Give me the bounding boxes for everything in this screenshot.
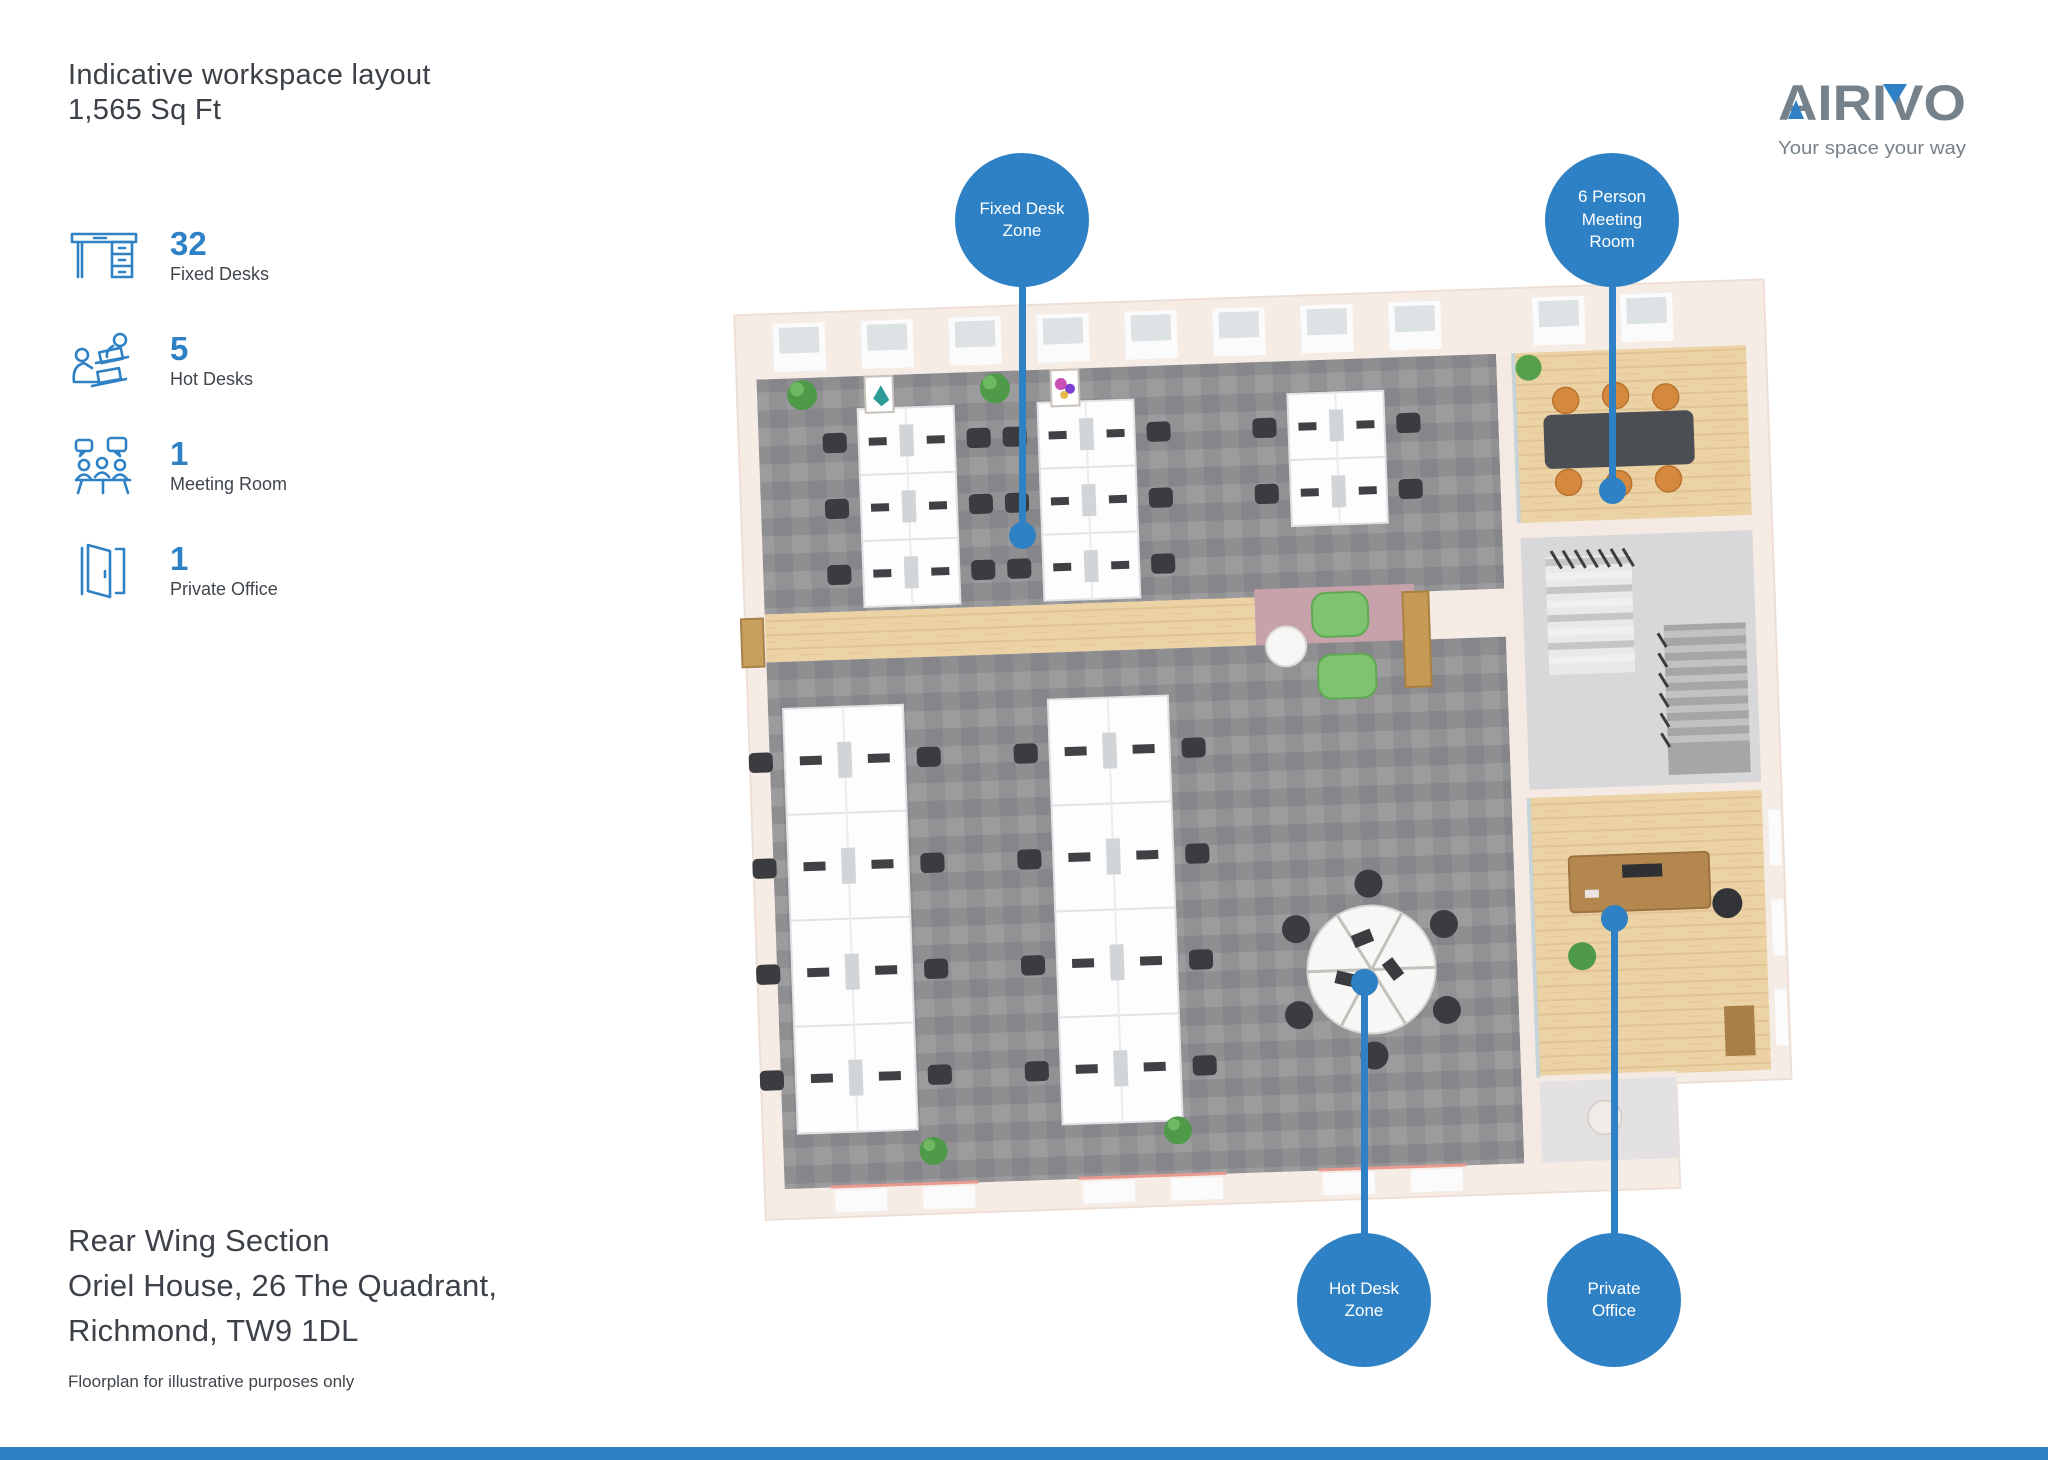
meeting-table	[1543, 410, 1695, 469]
callout-line	[1361, 993, 1368, 1236]
disclaimer-note: Floorplan for illustrative purposes only	[68, 1372, 355, 1391]
office-glass-wall	[1526, 797, 1541, 1078]
private-office-room	[1567, 850, 1756, 1136]
callout-line	[1609, 285, 1616, 487]
entrance-door	[739, 617, 766, 669]
legend-value-hot-desks: 5	[170, 329, 189, 367]
office-desk	[1567, 850, 1712, 914]
sideboard	[1401, 590, 1433, 689]
office-monitor	[1621, 863, 1663, 878]
office-plant	[1568, 942, 1597, 971]
callout-dot	[1601, 905, 1628, 932]
callout-text: Hot Desk	[1329, 1278, 1399, 1298]
fixed-desk-bank-4	[748, 703, 953, 1135]
callout-line	[1019, 285, 1026, 537]
private-office-icon	[64, 535, 144, 607]
legend-value-fixed-desks: 32	[170, 224, 207, 262]
green-armchair	[1310, 590, 1370, 638]
fixed-desk-bank-5	[1013, 694, 1217, 1126]
plants	[787, 373, 1192, 1165]
hot-desk-table	[1282, 869, 1461, 1070]
hot-desk-icon	[64, 325, 144, 397]
logo-tagline: Your space your way	[1778, 138, 1966, 158]
right-windows	[1768, 809, 1789, 1046]
callout-text: Private	[1587, 1278, 1641, 1298]
legend-value-meeting-room: 1	[170, 434, 189, 472]
callout-dot	[1599, 477, 1626, 504]
property-address: Rear Wing Section Oriel House, 26 The Qu…	[68, 1218, 497, 1353]
legend-value-private-office: 1	[170, 539, 189, 577]
inner-walls	[1496, 353, 1762, 1164]
address-line-2: Richmond, TW9 1DL	[68, 1313, 359, 1348]
stair-railing	[1549, 547, 1635, 570]
legend-item-meeting-room: 1 Meeting Room	[64, 430, 287, 502]
airivo-logo: AIRIVO Your space your way	[1778, 74, 1974, 171]
address-line-1: Oriel House, 26 The Quadrant,	[68, 1268, 498, 1303]
meeting-room-icon	[64, 430, 144, 502]
callout-bubble-meeting-room: 6 Person Meeting Room	[1545, 153, 1679, 287]
office-cabinet	[1723, 1005, 1756, 1057]
legend-label-meeting-room: Meeting Room	[170, 474, 288, 495]
hot-desk-chairs	[1282, 869, 1461, 1070]
staircase	[1545, 547, 1751, 776]
subtitle-sqft: 1,565 Sq Ft	[68, 94, 222, 126]
page-title: Indicative workspace layout 1,565 Sq Ft	[68, 58, 431, 128]
section-name: Rear Wing Section	[68, 1223, 330, 1258]
meeting-plant	[1515, 354, 1542, 381]
callout-text: Room	[1589, 232, 1635, 252]
fixed-desk-bank-1	[822, 404, 996, 609]
logo-wordmark: AIRIVO	[1778, 75, 1966, 131]
logo-a-triangle	[1788, 100, 1804, 119]
fixed-desk-bank-2	[1002, 398, 1176, 602]
corridor-floor	[764, 597, 1257, 663]
side-table	[1265, 625, 1308, 668]
callout-line	[1611, 929, 1618, 1236]
callout-bubble-fixed-desk-zone: Fixed Desk Zone	[955, 153, 1089, 287]
breakout-area	[1265, 590, 1378, 700]
callout-bubble-hot-desk-zone: Hot Desk Zone	[1297, 1233, 1431, 1367]
legend-label-private-office: Private Office	[170, 579, 278, 600]
callout-dot	[1351, 969, 1378, 996]
top-windows	[772, 292, 1674, 373]
desk-icon	[64, 220, 144, 292]
office-chair	[1712, 888, 1743, 919]
legend-label-hot-desks: Hot Desks	[170, 369, 254, 390]
legend-item-fixed-desks: 32 Fixed Desks	[64, 220, 287, 292]
green-armchair	[1316, 652, 1378, 700]
legend-item-hot-desks: 5 Hot Desks	[64, 325, 287, 397]
fixed-desk-bank-3	[1252, 389, 1423, 528]
footer-accent-bar	[0, 1447, 2048, 1460]
callout-text: 6 Person	[1577, 187, 1647, 207]
legend-label-fixed-desks: Fixed Desks	[170, 264, 270, 285]
callout-text: Zone	[1002, 221, 1042, 240]
legend-item-private-office: 1 Private Office	[64, 535, 287, 607]
wall-art	[863, 368, 1081, 414]
meeting-glass-wall	[1511, 353, 1521, 524]
callout-text: Office	[1591, 1301, 1637, 1320]
title-text: Indicative workspace layout	[68, 59, 431, 91]
callout-text: Zone	[1344, 1301, 1384, 1320]
legend: 32 Fixed Desks 5 Hot	[64, 220, 287, 607]
floorplan-render	[733, 278, 1793, 1221]
callout-bubble-private-office: Private Office	[1547, 1233, 1681, 1367]
logo-v-triangle	[1883, 84, 1907, 104]
callout-text: Meeting	[1581, 209, 1643, 229]
callout-text: Fixed Desk	[979, 198, 1065, 218]
callout-dot	[1009, 522, 1036, 549]
